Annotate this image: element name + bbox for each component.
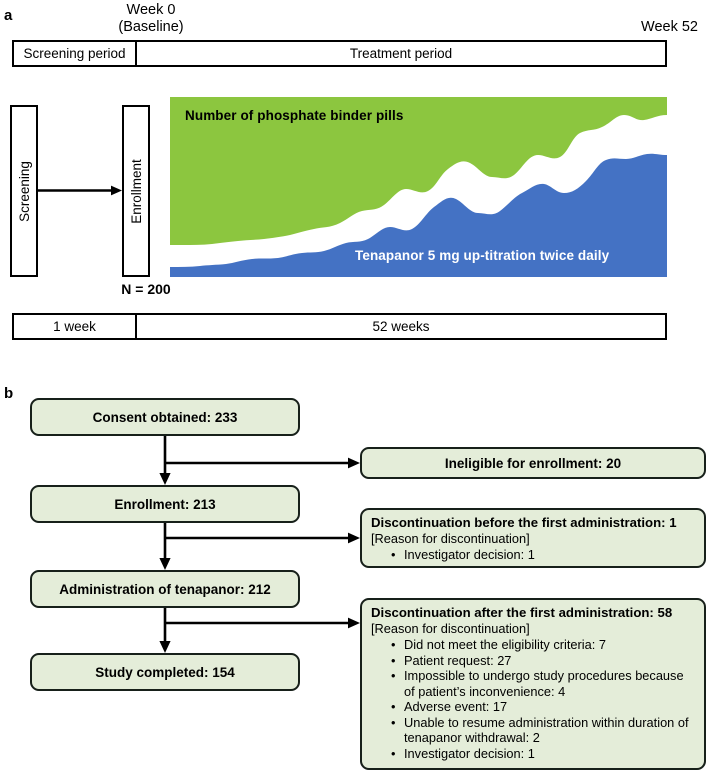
week-0-line-1: Week 0 [126,2,176,18]
list-item: Adverse event: 17 [391,699,696,715]
screening-box-label: Screening [16,160,32,222]
flow-node-discontinuation-before-first-administration[interactable]: Discontinuation before the first adminis… [360,508,706,568]
chart-series-tenapanor [170,153,667,277]
flow-node-ineligible-for-enrollment[interactable]: Ineligible for enrollment: 20 [360,447,706,479]
list-item: Patient request: 27 [391,653,696,669]
period-bar-treatment-cell: Treatment period [349,46,453,61]
flow-node-discontinuation-after-subtitle: [Reason for discontinuation] [371,621,530,636]
enrollment-box-label: Enrollment [128,158,144,224]
flow-node-discontinuation-after-body: Discontinuation after the first administ… [362,600,704,767]
panel-a-label: a [4,7,13,24]
list-item: Investigator decision: 1 [391,746,696,762]
flow-node-discontinuation-after-title: Discontinuation after the first administ… [371,605,673,620]
sample-size-label: N = 200 [121,281,171,297]
flow-node-consent-obtained[interactable]: Consent obtained: 233 [30,398,300,436]
screening-box: Screening [10,105,38,277]
flow-node-discontinuation-after-first-administration[interactable]: Discontinuation after the first administ… [360,598,706,770]
flow-node-enrollment[interactable]: Enrollment: 213 [30,485,300,523]
list-item: Investigator decision: 1 [391,547,696,563]
treatment-titration-area-chart [170,97,667,277]
list-item: Impossible to undergo study procedures b… [391,668,696,699]
period-bar: Screening period Treatment period [12,40,667,67]
flow-node-discontinuation-before-subtitle: [Reason for discontinuation] [371,531,530,546]
flow-node-discontinuation-before-reason-list: Investigator decision: 1 [371,547,696,563]
flow-node-enrollment-label: Enrollment: 213 [114,496,216,512]
flow-node-study-completed-label: Study completed: 154 [95,664,235,680]
list-item: Unable to resume administration within d… [391,715,696,746]
panel-b-label: b [4,385,14,402]
week-0-line-2: (Baseline) [118,19,184,35]
flow-node-consent-obtained-label: Consent obtained: 233 [92,409,238,425]
duration-bar-screening-cell: 1 week [14,315,137,338]
enrollment-box: Enrollment [122,105,150,277]
flow-node-discontinuation-before-body: Discontinuation before the first adminis… [362,510,704,569]
flow-node-administration-of-tenapanor-label: Administration of tenapanor: 212 [59,581,271,597]
week-0-baseline-label: Week 0 (Baseline) [90,2,212,36]
flow-node-ineligible-for-enrollment-label: Ineligible for enrollment: 20 [444,455,622,471]
screening-to-enrollment-arrow-icon [38,185,122,196]
week-52-label: Week 52 [641,19,698,35]
chart-label-phosphate-binder: Number of phosphate binder pills [185,108,404,123]
list-item: Did not meet the eligibility criteria: 7 [391,637,696,653]
duration-bar: 1 week 52 weeks [12,313,667,340]
chart-series-phosphate-binder [170,97,667,245]
chart-label-tenapanor: Tenapanor 5 mg up-titration twice daily [355,248,610,263]
period-bar-screening-cell: Screening period [14,42,137,65]
flow-node-discontinuation-before-title: Discontinuation before the first adminis… [371,515,677,530]
duration-bar-treatment-cell: 52 weeks [372,319,430,334]
flow-node-discontinuation-after-reason-list: Did not meet the eligibility criteria: 7… [371,637,696,761]
flow-node-administration-of-tenapanor[interactable]: Administration of tenapanor: 212 [30,570,300,608]
flow-node-study-completed[interactable]: Study completed: 154 [30,653,300,691]
